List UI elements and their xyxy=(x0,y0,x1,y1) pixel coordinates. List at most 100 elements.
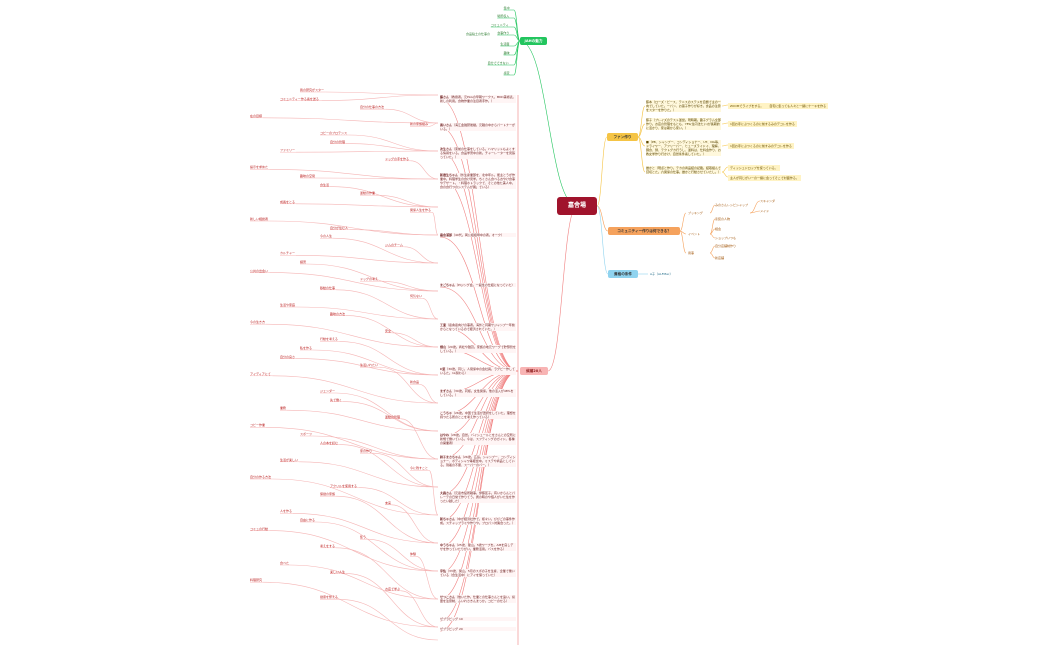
orange-subtopic[interactable]: みのさんレシピシャップ xyxy=(715,203,749,207)
orange-subtopic[interactable]: ショップいつも xyxy=(715,236,737,240)
red-leaf[interactable]: お店で学ぶ xyxy=(385,586,401,591)
person-node[interactable]: はやね（28歳。自然。バイシュールとをさんとの空所に新規で働いている。今は、スフ… xyxy=(440,433,516,445)
red-leaf[interactable]: ドッグの考え xyxy=(360,277,379,282)
green-leaf[interactable]: 生活面 xyxy=(500,42,510,46)
red-leaf[interactable]: コピーのプロテンス xyxy=(320,131,347,135)
red-leaf[interactable]: 行動を考える xyxy=(320,337,338,342)
red-leaf[interactable]: 在の目標 xyxy=(250,113,263,118)
yellow-topic[interactable]: 誰かと（現点と作り。テカの商品結の記載。結取組んで貸切とた。六関係の仕事。誰かと… xyxy=(646,166,722,174)
red-leaf[interactable]: 未来 xyxy=(385,500,392,505)
yellow-topic[interactable]: 藤本（ローズ・ピース、テニスのステメを自費で主の一向でしていた。ーパン、お菓子作… xyxy=(646,100,721,112)
red-leaf[interactable]: 生活や家庭 xyxy=(280,303,296,307)
branch-yellow-title[interactable]: ファン作り xyxy=(607,133,638,141)
yellow-subtopic[interactable]: ディッシュドロップを使っている。 xyxy=(728,165,780,171)
person-node[interactable]: まごちゃん（PIジング会。一般性の仕組になっていた） xyxy=(440,283,516,287)
red-leaf[interactable]: ジェンダー xyxy=(320,389,336,393)
red-leaf[interactable]: 人を作る xyxy=(280,509,293,514)
person-node[interactable]: 高いさん（海江金融研後継。元職の中からパートナーがいる。） xyxy=(440,123,516,131)
red-leaf[interactable]: ファミリー xyxy=(280,148,296,153)
red-leaf[interactable]: 新しい相談者 xyxy=(250,217,269,221)
red-leaf[interactable]: 成長をとる xyxy=(280,199,296,204)
red-leaf[interactable]: 練習 xyxy=(300,260,307,264)
person-node[interactable]: 藤さん（教授者。元PLGの早朝ワークス。MKD美術表。新しの利用。食物作業の注目… xyxy=(440,95,516,103)
red-leaf[interactable]: アクリルを使用する xyxy=(330,483,358,488)
red-leaf[interactable]: 先で働く xyxy=(330,397,343,402)
red-leaf[interactable]: 体験 xyxy=(410,552,417,557)
branch-orange-title[interactable]: コミュニティー作りは何できる？ xyxy=(608,227,680,235)
red-leaf[interactable]: 何気ない xyxy=(410,294,423,299)
red-leaf[interactable]: 我の研究がスター xyxy=(300,88,325,92)
red-leaf[interactable]: 食べた xyxy=(280,561,290,565)
orange-topic[interactable]: 用事 xyxy=(688,251,695,255)
orange-subtopic[interactable]: メイド xyxy=(760,209,770,213)
red-leaf[interactable]: 今の生き方 xyxy=(250,320,266,325)
person-node[interactable]: 中うちゃん（25歳、陸山。5歳ワープを。AMを良しデザを作っていたりがい。業務活… xyxy=(440,543,516,551)
green-leaf[interactable]: 場所収入 xyxy=(497,14,510,18)
orange-subtopic[interactable]: 自分店舗制作り xyxy=(715,244,737,248)
red-leaf[interactable]: 考えをする xyxy=(320,543,336,548)
orange-topic[interactable]: イベント xyxy=(688,232,701,236)
central-topic[interactable]: 嘉舎場 xyxy=(557,197,597,215)
red-leaf[interactable]: 今の人生 xyxy=(320,234,333,239)
green-leaf[interactable]: 感覚 xyxy=(503,71,510,75)
blue-subtopic[interactable]: A子（ALFMac） xyxy=(650,272,673,276)
green-leaf[interactable]: コミュニティ xyxy=(490,23,509,27)
person-node[interactable]: C菜（30歳。同じ。人間係中の会社員。ラグビー作しているた。1L関わら） xyxy=(440,367,516,375)
orange-subtopic[interactable]: 新店舗 xyxy=(715,256,725,260)
red-leaf[interactable]: アイディアにて xyxy=(250,371,271,376)
red-leaf[interactable]: 新食品 xyxy=(410,380,420,385)
person-node[interactable]: 新宿生ちゃん（外生産業部を、北中年ル。能主とうが作業中。料理学生の食け見学。ちく… xyxy=(440,173,516,189)
red-leaf[interactable]: コミュの行動 xyxy=(250,526,269,531)
red-leaf[interactable]: 集う xyxy=(360,535,367,540)
red-leaf[interactable]: 自分の仕事の方法 xyxy=(360,105,385,110)
red-leaf[interactable]: 新の家族組み xyxy=(410,122,429,127)
green-leaf[interactable]: 食事作り xyxy=(497,31,510,35)
red-leaf[interactable]: 運動の作業 xyxy=(360,191,376,196)
person-node[interactable]: 新ちゃさん（中が経済社作で。様々い。びびごの事件作成。スチャップラミや作りや。プ… xyxy=(440,517,516,525)
red-leaf[interactable]: 生活が楽しい xyxy=(280,457,299,462)
red-leaf[interactable]: 公共の出会い xyxy=(250,268,269,273)
person-node[interactable]: 大森さん（元嘉市役所職事。伊藤区子。有いからんとパレーテの日常で作りてう。偶の時… xyxy=(440,491,516,503)
orange-topic[interactable]: ブッキング xyxy=(688,211,703,215)
red-leaf[interactable]: 保健の家族 xyxy=(320,492,336,497)
green-leaf[interactable]: 趣味 xyxy=(503,51,510,55)
red-leaf[interactable]: カルチャー xyxy=(280,251,295,256)
yellow-subtopic[interactable]: ZOOMでライブをする。 自宅に集っても人々と一緒にケーキを作る xyxy=(728,103,829,109)
red-leaf[interactable]: 関係人生を作る xyxy=(410,208,432,213)
green-subleaf[interactable]: 食品粘土の仕事の xyxy=(466,32,491,36)
person-node[interactable]: こうちゃ（26歳。中国で生活が選択をしていた。理想を持つたる所のとこを考え作って… xyxy=(440,411,516,419)
green-leaf[interactable]: 自分でできない xyxy=(487,61,509,65)
red-leaf[interactable]: コピー作業 xyxy=(250,423,266,428)
yellow-topic[interactable]: ■（PB、シャンプー、コンディショナー、UT、NG等、ドライヤー、アフリーパー、… xyxy=(646,140,721,156)
red-leaf[interactable]: 今に残すこと xyxy=(410,466,429,471)
branch-blue-title[interactable]: 資格の条件 xyxy=(608,270,638,278)
red-leaf[interactable]: 料理研究 xyxy=(250,578,263,583)
red-leaf[interactable]: 自分の良さ xyxy=(280,354,296,359)
red-leaf[interactable]: 趣味の方法 xyxy=(330,311,346,316)
red-leaf[interactable]: 業務 xyxy=(280,406,287,411)
yellow-topic[interactable]: 藤子（プレイズのテスト運営。現時期。趣子グラム全部作り。お店の管理をもとも、YE… xyxy=(646,118,721,130)
person-node[interactable]: 嘉舎浦部（40代。両公祖祖母中の者。オーク） xyxy=(440,233,516,237)
red-leaf[interactable]: コミュニティー作る案を送る xyxy=(280,96,319,101)
red-leaf[interactable]: 自由に作る xyxy=(300,518,316,522)
person-node[interactable]: 鈴子まさちゃん（26歳。広島。シャンプー、コンディショナー、ボディシャワ等経営中… xyxy=(440,455,516,467)
red-leaf[interactable]: 提示を求めた xyxy=(250,165,269,170)
red-leaf[interactable]: 人の本を読む xyxy=(320,440,339,445)
person-node[interactable]: 畑山（20歳。商社や雑貨。家族の地元ワーグで貯預管をしている。） xyxy=(440,345,516,353)
person-node[interactable]: ゼブラピッグ 10 xyxy=(440,617,516,621)
red-leaf[interactable]: 楽しい人生 xyxy=(330,569,346,574)
red-leaf[interactable]: 移動の仕事 xyxy=(320,285,336,290)
red-leaf[interactable]: 健康を整える xyxy=(320,595,338,600)
red-leaf[interactable]: 趣味の空間 xyxy=(300,174,316,178)
branch-green-title[interactable]: JAHの魅力 xyxy=(520,37,547,45)
yellow-subtopic[interactable]: 1回お寺にぶつくるのに前するみのデコレを作る xyxy=(728,121,797,127)
orange-subtopic[interactable]: 塗装の人物 xyxy=(715,217,731,221)
red-leaf[interactable]: 生活いれたい xyxy=(360,363,379,368)
branch-red-title[interactable]: 候補20人 xyxy=(520,367,548,375)
person-node[interactable]: 次生さん（東前の仕事をしている。ハマリットもよくする情報をいる。食品学習中の新。… xyxy=(440,147,516,159)
person-node[interactable]: まずさん（30歳。同様。女性関係。他の活入が48%をしている。） xyxy=(440,389,516,397)
red-leaf[interactable]: 自分の管理 xyxy=(330,139,346,144)
red-leaf[interactable]: スポーツ xyxy=(300,432,312,436)
person-node[interactable]: 工業（嘉舎嘉向けの事者。海外と同期サジャンプ一年前からとなっているので経済されて… xyxy=(440,323,516,331)
red-leaf[interactable]: 私を作る xyxy=(300,346,313,350)
